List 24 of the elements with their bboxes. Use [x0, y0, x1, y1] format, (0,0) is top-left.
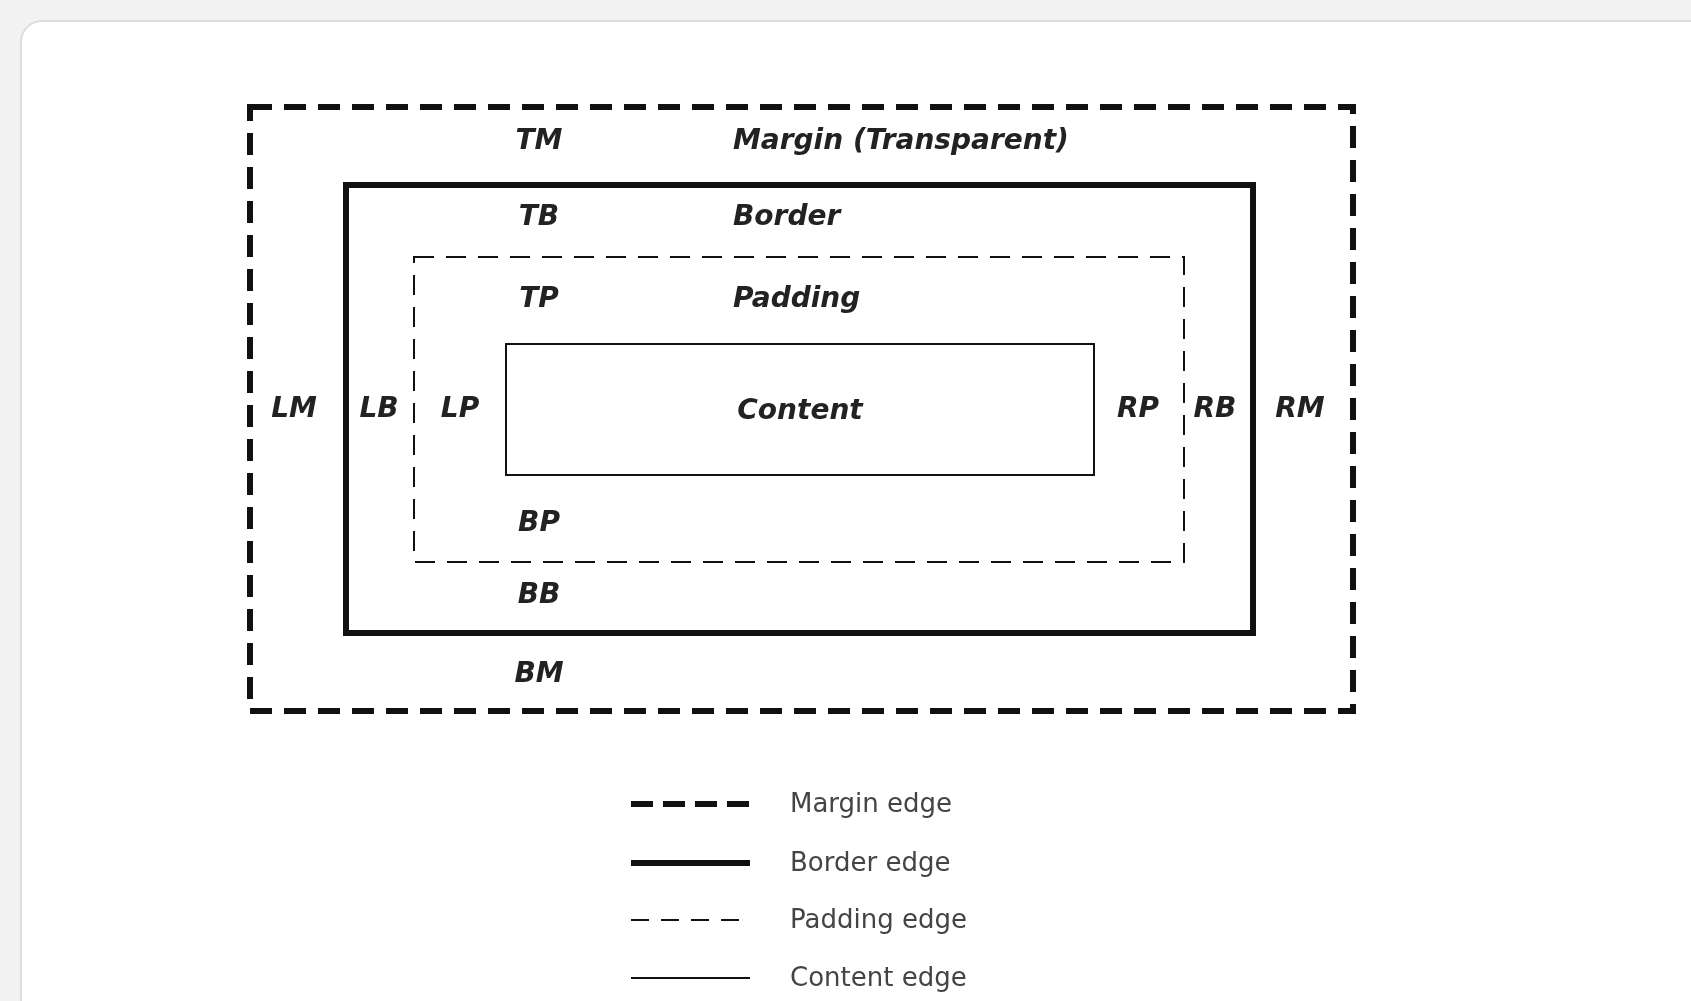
side-label: LP	[440, 394, 480, 422]
content-box	[505, 343, 1095, 476]
box-title: Padding	[733, 284, 861, 312]
box-title: Border	[733, 202, 841, 230]
side-label: TM	[515, 126, 563, 154]
side-label: BM	[514, 659, 564, 687]
box-title: Margin (Transparent)	[733, 126, 1069, 154]
side-label: LB	[359, 394, 399, 422]
side-label: BP	[518, 508, 560, 536]
legend-text: Padding edge	[790, 906, 967, 932]
box-title: Content	[737, 395, 863, 424]
side-label: TP	[519, 284, 559, 312]
side-label: LM	[271, 394, 317, 422]
side-label: TB	[518, 202, 560, 230]
legend-text: Margin edge	[790, 790, 953, 816]
side-label: RP	[1116, 394, 1160, 422]
legend-text: Content edge	[790, 964, 967, 990]
margin-box	[247, 104, 1356, 714]
side-label: RM	[1275, 394, 1325, 422]
legend-text: Border edge	[790, 849, 951, 875]
side-label: RB	[1193, 394, 1237, 422]
side-label: BB	[517, 580, 561, 608]
padding-box	[413, 256, 1185, 563]
border-box	[343, 182, 1256, 636]
